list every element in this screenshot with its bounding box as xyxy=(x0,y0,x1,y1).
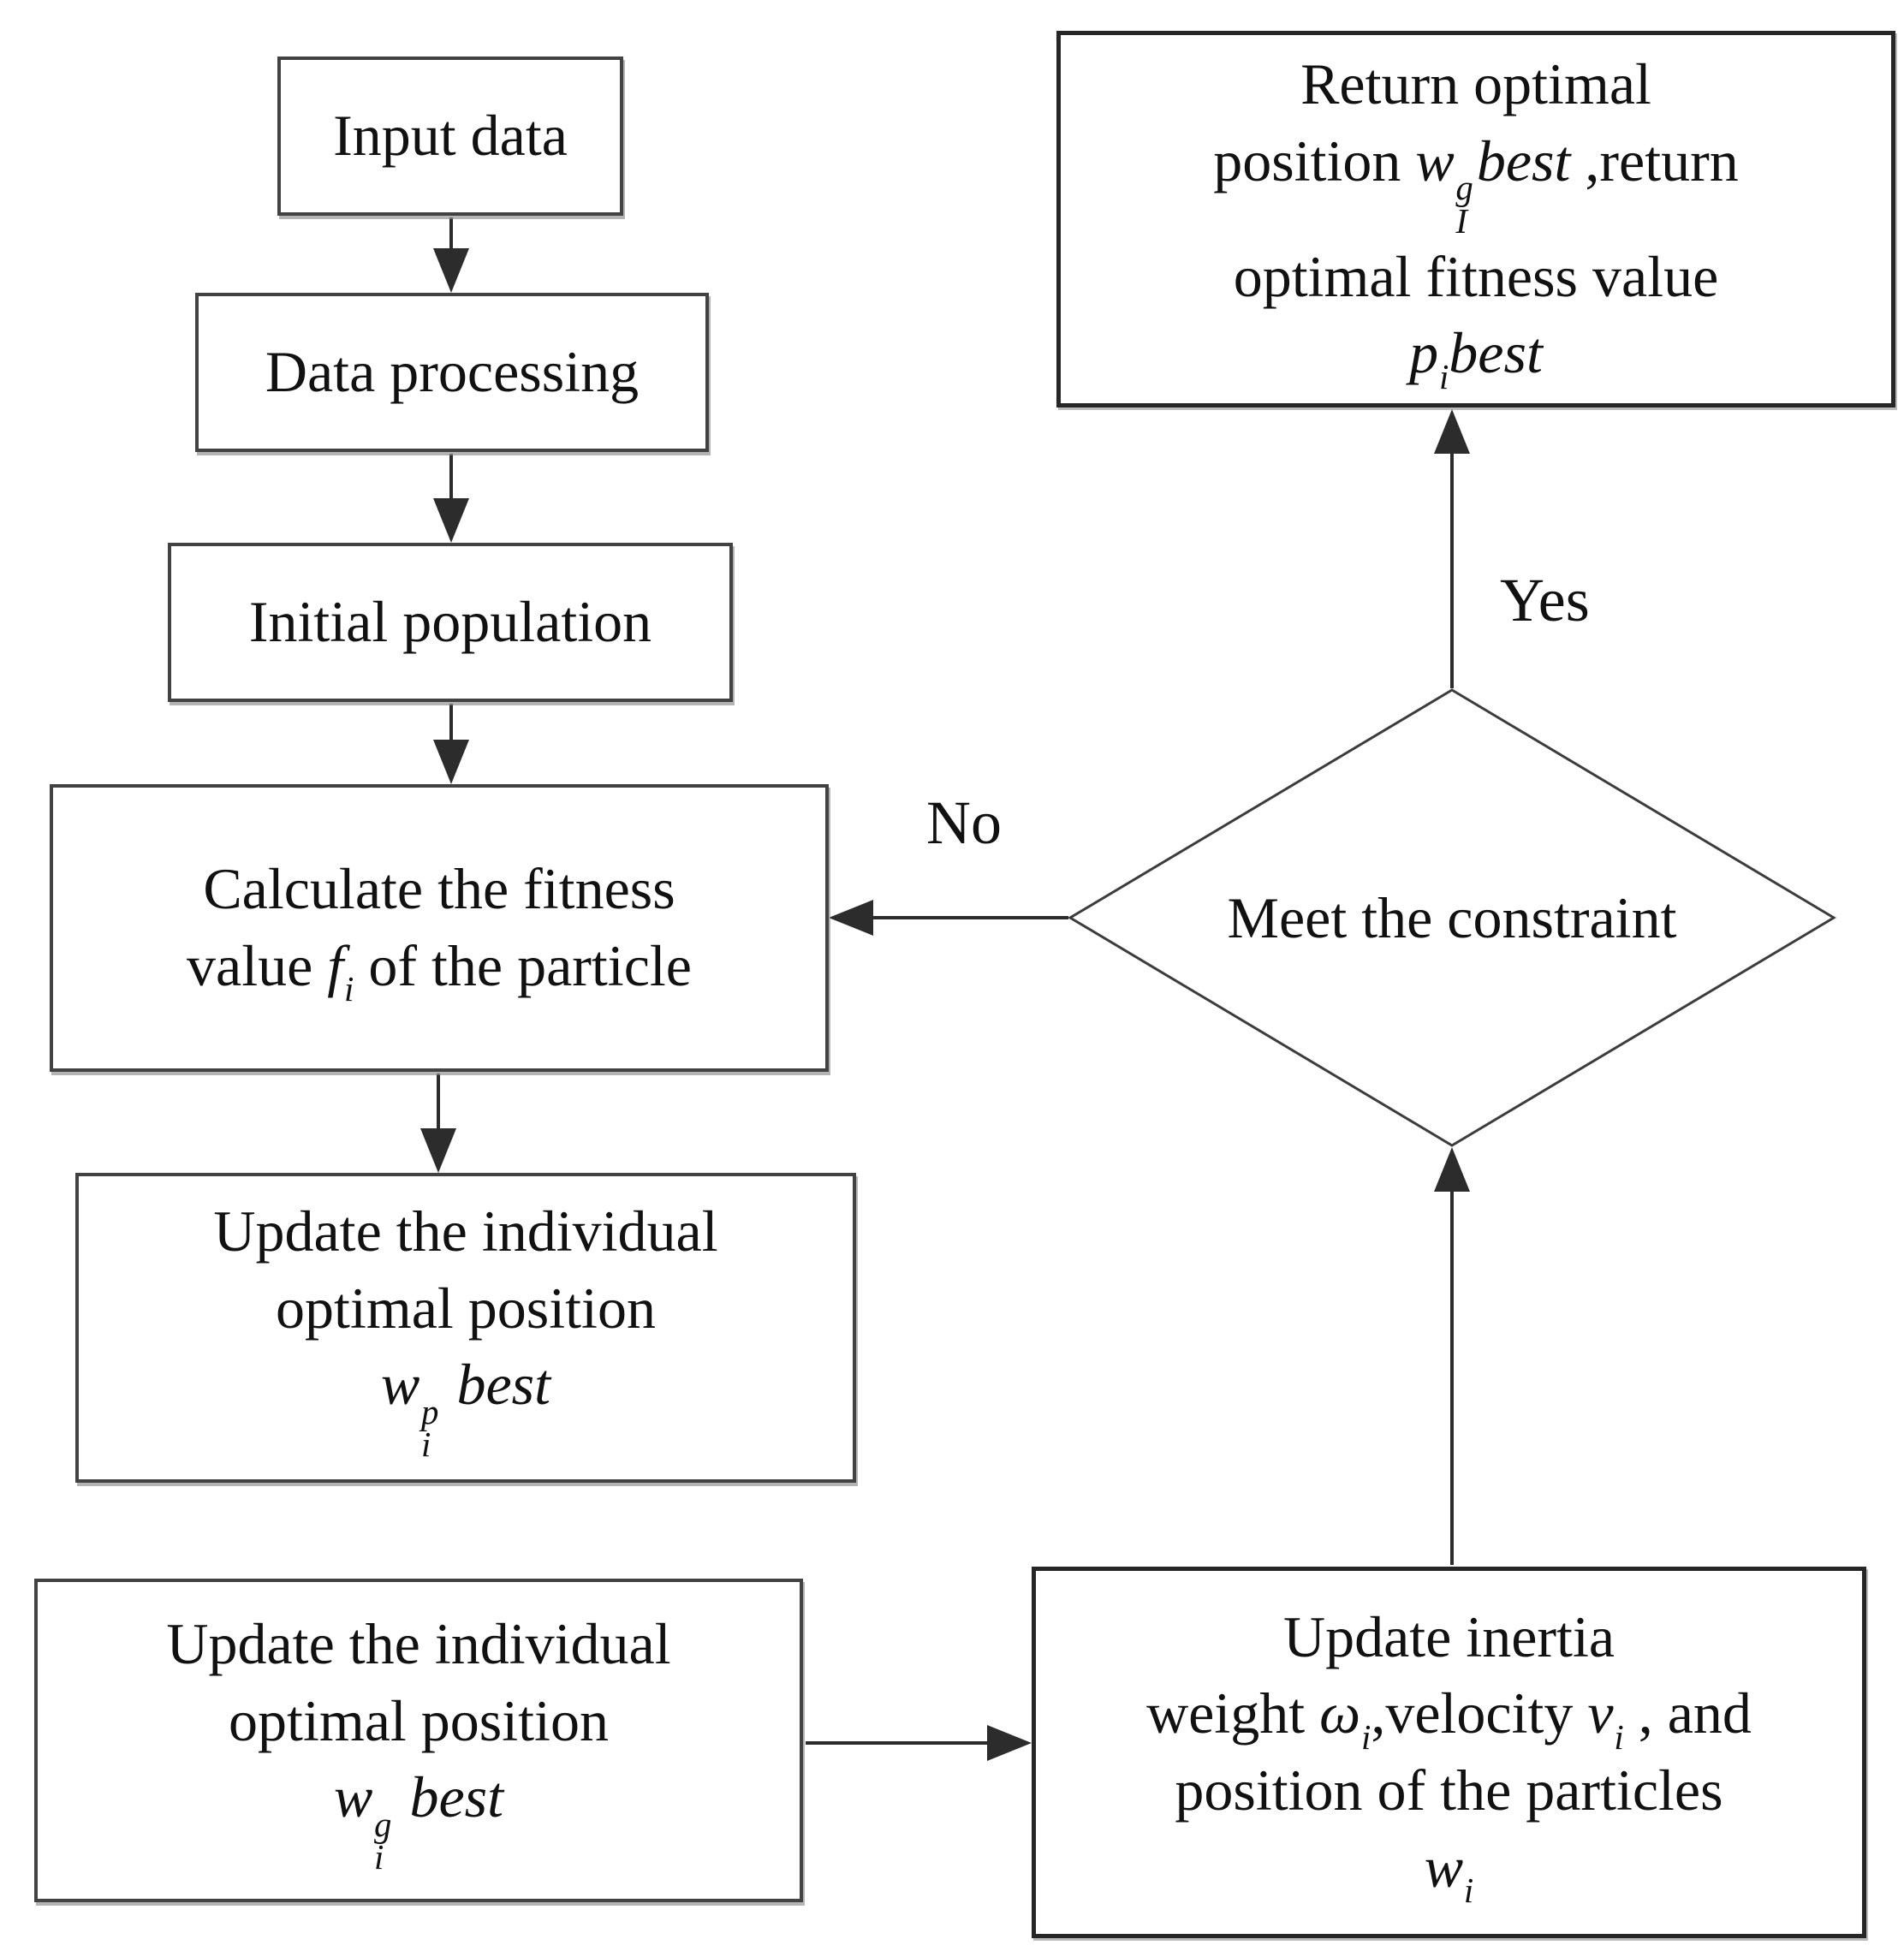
arrow-input-to-processing xyxy=(433,217,469,293)
flow-node-input-data: Input data xyxy=(277,57,623,216)
flow-node-initial-population: Initial population xyxy=(168,543,733,702)
arrow-processing-to-population xyxy=(433,454,469,543)
decision-node-meet-constraint: Meet the constraint xyxy=(1227,884,1677,950)
edge-label-no: No xyxy=(926,788,1002,857)
flow-node-data-processing: Data processing xyxy=(195,293,709,452)
arrow-calculate-to-update-p xyxy=(420,1074,456,1173)
edge-label-yes: Yes xyxy=(1500,566,1590,634)
arrow-diamond-to-calculate xyxy=(829,900,1068,936)
decision-diamond-shape xyxy=(1068,688,1836,1147)
arrow-inertia-to-diamond xyxy=(1434,1147,1470,1565)
arrow-diamond-to-return xyxy=(1434,409,1470,688)
arrow-update-g-to-inertia xyxy=(806,1725,1032,1761)
arrow-population-to-calculate xyxy=(433,704,469,784)
